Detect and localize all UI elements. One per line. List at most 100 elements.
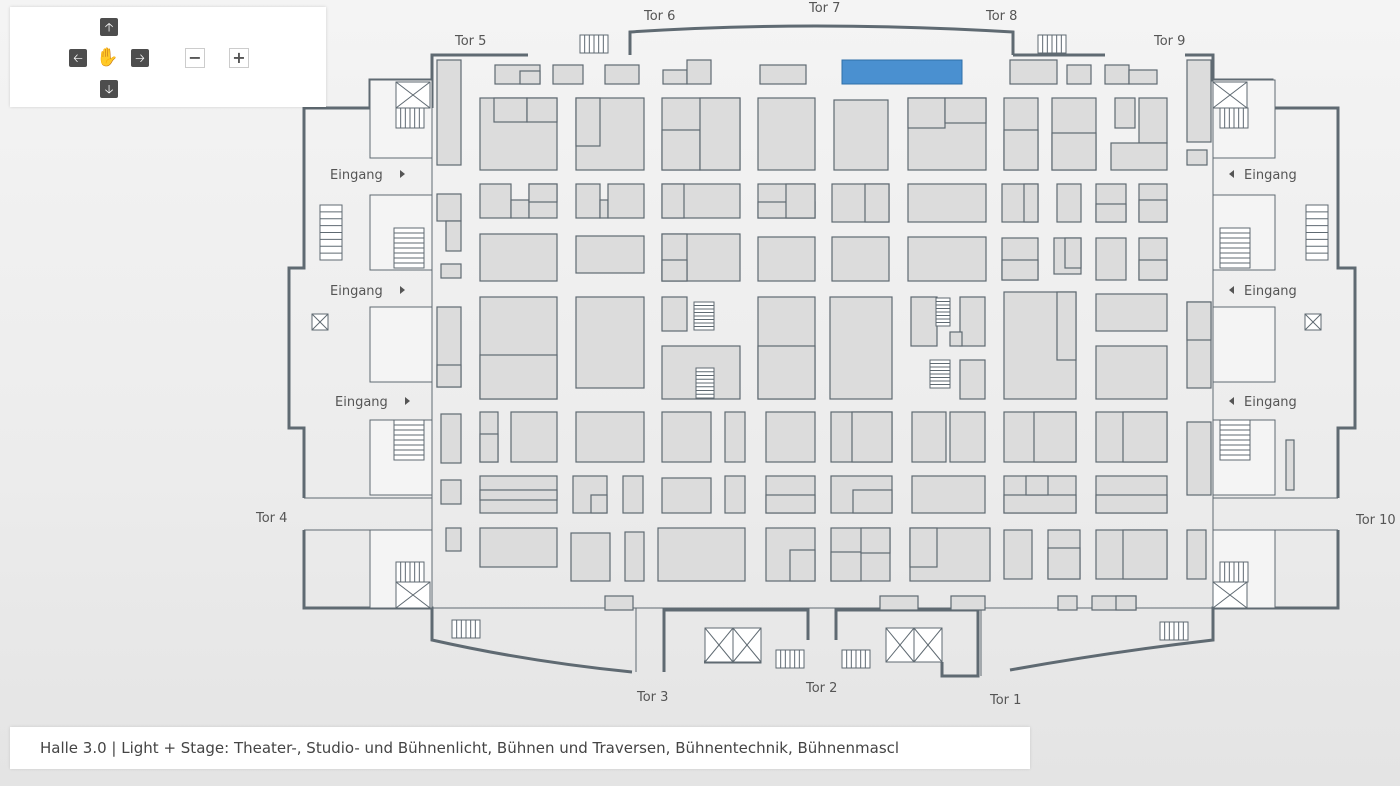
- elevator-icon: [732, 627, 762, 663]
- map-labels: Tor 1 Tor 2 Tor 3 Tor 4 Tor 5 Tor 6 Tor …: [255, 1, 1396, 708]
- booth: [1095, 494, 1168, 514]
- booth: [1104, 64, 1130, 85]
- elevator-cross: [1212, 81, 1248, 109]
- booth: [661, 411, 712, 463]
- zoom-in-button[interactable]: +: [229, 48, 249, 68]
- booth: [570, 532, 611, 582]
- booth: [907, 97, 946, 129]
- booth: [661, 477, 712, 514]
- booth: [624, 531, 645, 582]
- booth: [440, 263, 462, 279]
- booth: [959, 359, 986, 400]
- booth: [829, 296, 893, 400]
- stairs-icon: [1305, 204, 1329, 261]
- entrance-arrow-icon: [405, 397, 410, 405]
- booth: [907, 236, 987, 282]
- pan-left-button[interactable]: 🡠: [69, 49, 87, 67]
- booth: [1095, 293, 1168, 332]
- gate-label-tor-10: Tor 10: [1355, 513, 1396, 528]
- booth: [1186, 149, 1208, 166]
- booth: [1115, 595, 1137, 611]
- stairs-icon: [841, 649, 871, 669]
- booth: [1285, 439, 1295, 491]
- elevator-icon: [704, 627, 734, 663]
- entrance-arrow-icon: [1229, 286, 1234, 294]
- stairs-icon: [1037, 34, 1067, 54]
- booths: [311, 34, 1329, 669]
- booth: [575, 411, 645, 463]
- booth: [949, 331, 963, 347]
- booth: [604, 64, 640, 85]
- booth: [907, 183, 987, 223]
- booth: [1003, 129, 1039, 171]
- gate-label-tor-4: Tor 4: [255, 511, 287, 526]
- stairs-icon: [393, 419, 425, 461]
- entrance-label: Eingang: [330, 168, 383, 183]
- pan-right-button[interactable]: 🡢: [131, 49, 149, 67]
- booth: [757, 345, 816, 400]
- stairs-icon: [693, 301, 715, 331]
- booth: [1056, 183, 1082, 223]
- stairs-icon: [775, 649, 805, 669]
- booth: [909, 527, 938, 568]
- booth: [851, 411, 893, 463]
- elevator-cross: [395, 581, 431, 609]
- booth: [686, 59, 712, 85]
- entrance-label: Eingang: [1244, 168, 1297, 183]
- booth: [440, 479, 462, 505]
- booth: [661, 259, 688, 282]
- pan-hand-icon[interactable]: ✋: [96, 47, 119, 68]
- booth: [910, 296, 938, 347]
- wall-segment: [662, 608, 810, 672]
- wall-segment: [302, 530, 633, 674]
- zoom-out-button[interactable]: −: [185, 48, 205, 68]
- entrance-arrow-icon: [1229, 170, 1234, 178]
- booth: [1064, 237, 1082, 269]
- entrance-arrow-icon: [400, 286, 405, 294]
- stairs-icon: [393, 227, 425, 269]
- booth: [944, 97, 987, 124]
- booth: [860, 527, 891, 554]
- elevator-cross: [395, 81, 431, 109]
- pan-up-button[interactable]: 🡡: [100, 18, 118, 36]
- booth: [959, 296, 986, 347]
- stairs-icon: [929, 359, 951, 389]
- booth: [575, 97, 601, 147]
- wall-segment: [1009, 530, 1340, 672]
- booth: [699, 97, 741, 171]
- booth: [479, 354, 558, 400]
- booth: [1057, 595, 1078, 611]
- booth: [911, 411, 947, 463]
- booth: [759, 64, 807, 85]
- booth: [662, 69, 688, 85]
- elevator-cross: [913, 627, 943, 663]
- booth: [528, 183, 558, 203]
- booth: [1095, 345, 1168, 400]
- booth: [552, 64, 584, 85]
- booth: [436, 193, 462, 222]
- booth: [1186, 301, 1212, 341]
- booth: [445, 220, 462, 252]
- elevator-cross: [1212, 581, 1248, 609]
- service-room: [369, 306, 433, 383]
- entrance-label: Eingang: [335, 395, 388, 410]
- elevator-cross: [885, 627, 915, 663]
- booth: [436, 364, 462, 388]
- booth: [1122, 529, 1168, 580]
- entrance-label: Eingang: [330, 284, 383, 299]
- booth: [949, 411, 986, 463]
- booth: [1186, 59, 1212, 143]
- gate-label-tor-1: Tor 1: [989, 693, 1021, 708]
- booth: [950, 595, 986, 611]
- booth: [1023, 183, 1039, 223]
- pan-down-button[interactable]: 🡣: [100, 80, 118, 98]
- map-navigation-panel: 🡡 🡠 ✋ 🡢 🡣 − +: [10, 7, 326, 107]
- gate-label-tor-3: Tor 3: [636, 690, 668, 705]
- gate-label-tor-7: Tor 7: [808, 1, 840, 16]
- booth: [1003, 529, 1033, 580]
- booth: [575, 183, 601, 219]
- booth: [575, 235, 645, 274]
- booth: [1128, 69, 1158, 85]
- booth: [1122, 411, 1168, 463]
